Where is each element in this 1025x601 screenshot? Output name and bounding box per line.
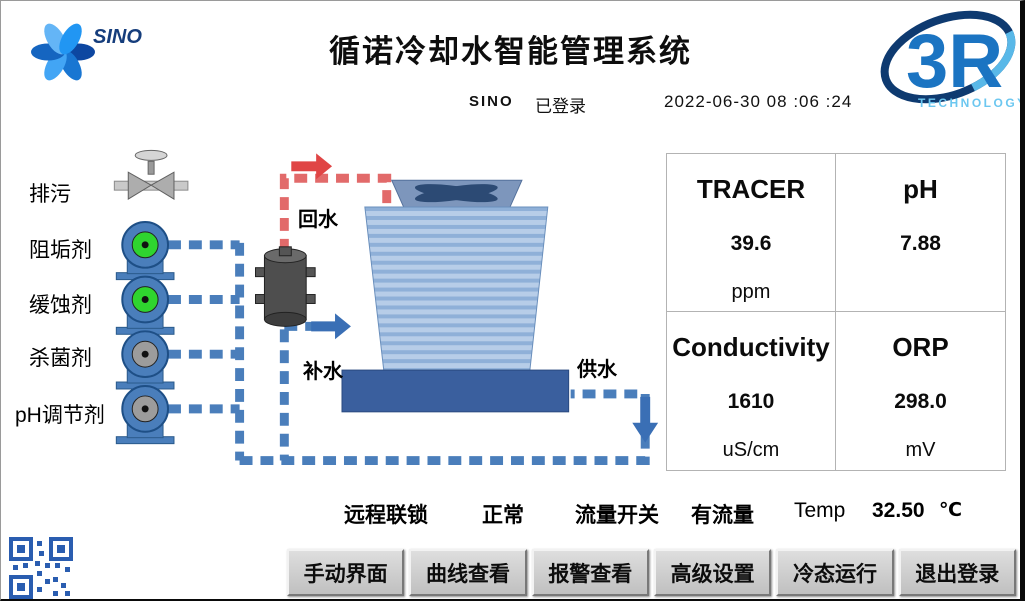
side-filter <box>255 246 316 327</box>
manual-screen-button[interactable]: 手动界面 <box>287 549 405 596</box>
makeup-flow-arrow-icon <box>311 313 351 340</box>
reading-tracer: TRACER 39.6 ppm <box>667 154 836 312</box>
reading-unit: mV <box>905 439 936 461</box>
pump-biocide <box>115 330 175 390</box>
reading-ph: pH 7.88 <box>836 154 1005 312</box>
return-flow-arrow-icon <box>291 153 333 180</box>
blowdown-valve <box>113 149 189 200</box>
label-makeup-water: 补水 <box>303 361 343 383</box>
label-return-water: 回水 <box>298 209 338 231</box>
datetime: 2022-06-30 08 :06 :24 <box>664 92 853 111</box>
page-title: 循诺冷却水智能管理系统 <box>329 34 692 69</box>
remote-interlock-label: 远程联锁 <box>344 504 428 527</box>
sino-logo: SINO <box>15 7 165 96</box>
chemical-feed-pipe <box>168 240 245 461</box>
label-blowdown: 排污 <box>29 183 71 206</box>
label-corrosion-inhibitor: 缓蚀剂 <box>29 294 92 317</box>
reading-name: pH <box>903 174 938 204</box>
pump-corrosion-inhibitor <box>115 275 175 335</box>
logged-in-user: SINO <box>469 93 514 110</box>
sino-flower-icon <box>31 23 95 81</box>
reading-value: 1610 <box>727 390 775 413</box>
reading-name: TRACER <box>696 174 806 204</box>
flow-switch-value: 有流量 <box>691 504 754 527</box>
reading-name: Conductivity <box>672 332 830 362</box>
reading-orp: ORP 298.0 mV <box>836 312 1005 470</box>
readings-panel: TRACER 39.6 ppm pH 7.88 Conductivity 161… <box>666 153 1006 471</box>
nav-button-bar: 手动界面 曲线查看 报警查看 高级设置 冷态运行 退出登录 <box>287 549 1016 596</box>
water-pipes <box>239 321 650 466</box>
r3-logo: 3R TECHNOLOGY <box>872 3 1020 124</box>
remote-interlock-value: 正常 <box>482 504 524 527</box>
temp-label: Temp <box>794 499 846 522</box>
tower-basin <box>341 369 570 413</box>
sino-logo-text: SINO <box>93 26 142 48</box>
r3-logo-subtext: TECHNOLOGY <box>918 96 1020 110</box>
pump-ph-adjuster <box>115 384 175 445</box>
label-biocide: 杀菌剂 <box>29 347 92 370</box>
tower-fan-icon <box>414 184 498 203</box>
supply-flow-arrow-icon <box>632 396 659 443</box>
flow-switch-label: 流量开关 <box>575 504 659 527</box>
advanced-settings-button[interactable]: 高级设置 <box>653 549 772 596</box>
reading-name: ORP <box>892 332 949 362</box>
cold-run-button[interactable]: 冷态运行 <box>776 549 894 596</box>
r3-logo-text: 3R <box>906 19 1003 104</box>
label-scale-inhibitor: 阻垢剂 <box>29 239 92 262</box>
reading-unit: uS/cm <box>722 439 780 461</box>
login-status: 已登录 <box>535 97 586 116</box>
temp-unit: ℃ <box>939 500 963 521</box>
reading-value: 7.88 <box>900 232 941 255</box>
reading-conductivity: Conductivity 1610 uS/cm <box>667 312 836 470</box>
cooling-tower <box>341 179 570 413</box>
logout-button[interactable]: 退出登录 <box>898 549 1016 596</box>
temp-value: 32.50 <box>872 499 925 522</box>
label-ph-adjuster: pH调节剂 <box>15 404 105 427</box>
reading-value: 39.6 <box>730 232 772 255</box>
alarm-view-button[interactable]: 报警查看 <box>531 549 649 596</box>
pump-scale-inhibitor <box>115 220 175 281</box>
reading-value: 298.0 <box>894 390 947 413</box>
qr-code <box>9 537 73 599</box>
reading-unit: ppm <box>731 281 771 303</box>
label-supply-water: 供水 <box>577 359 617 381</box>
curve-view-button[interactable]: 曲线查看 <box>409 549 527 596</box>
